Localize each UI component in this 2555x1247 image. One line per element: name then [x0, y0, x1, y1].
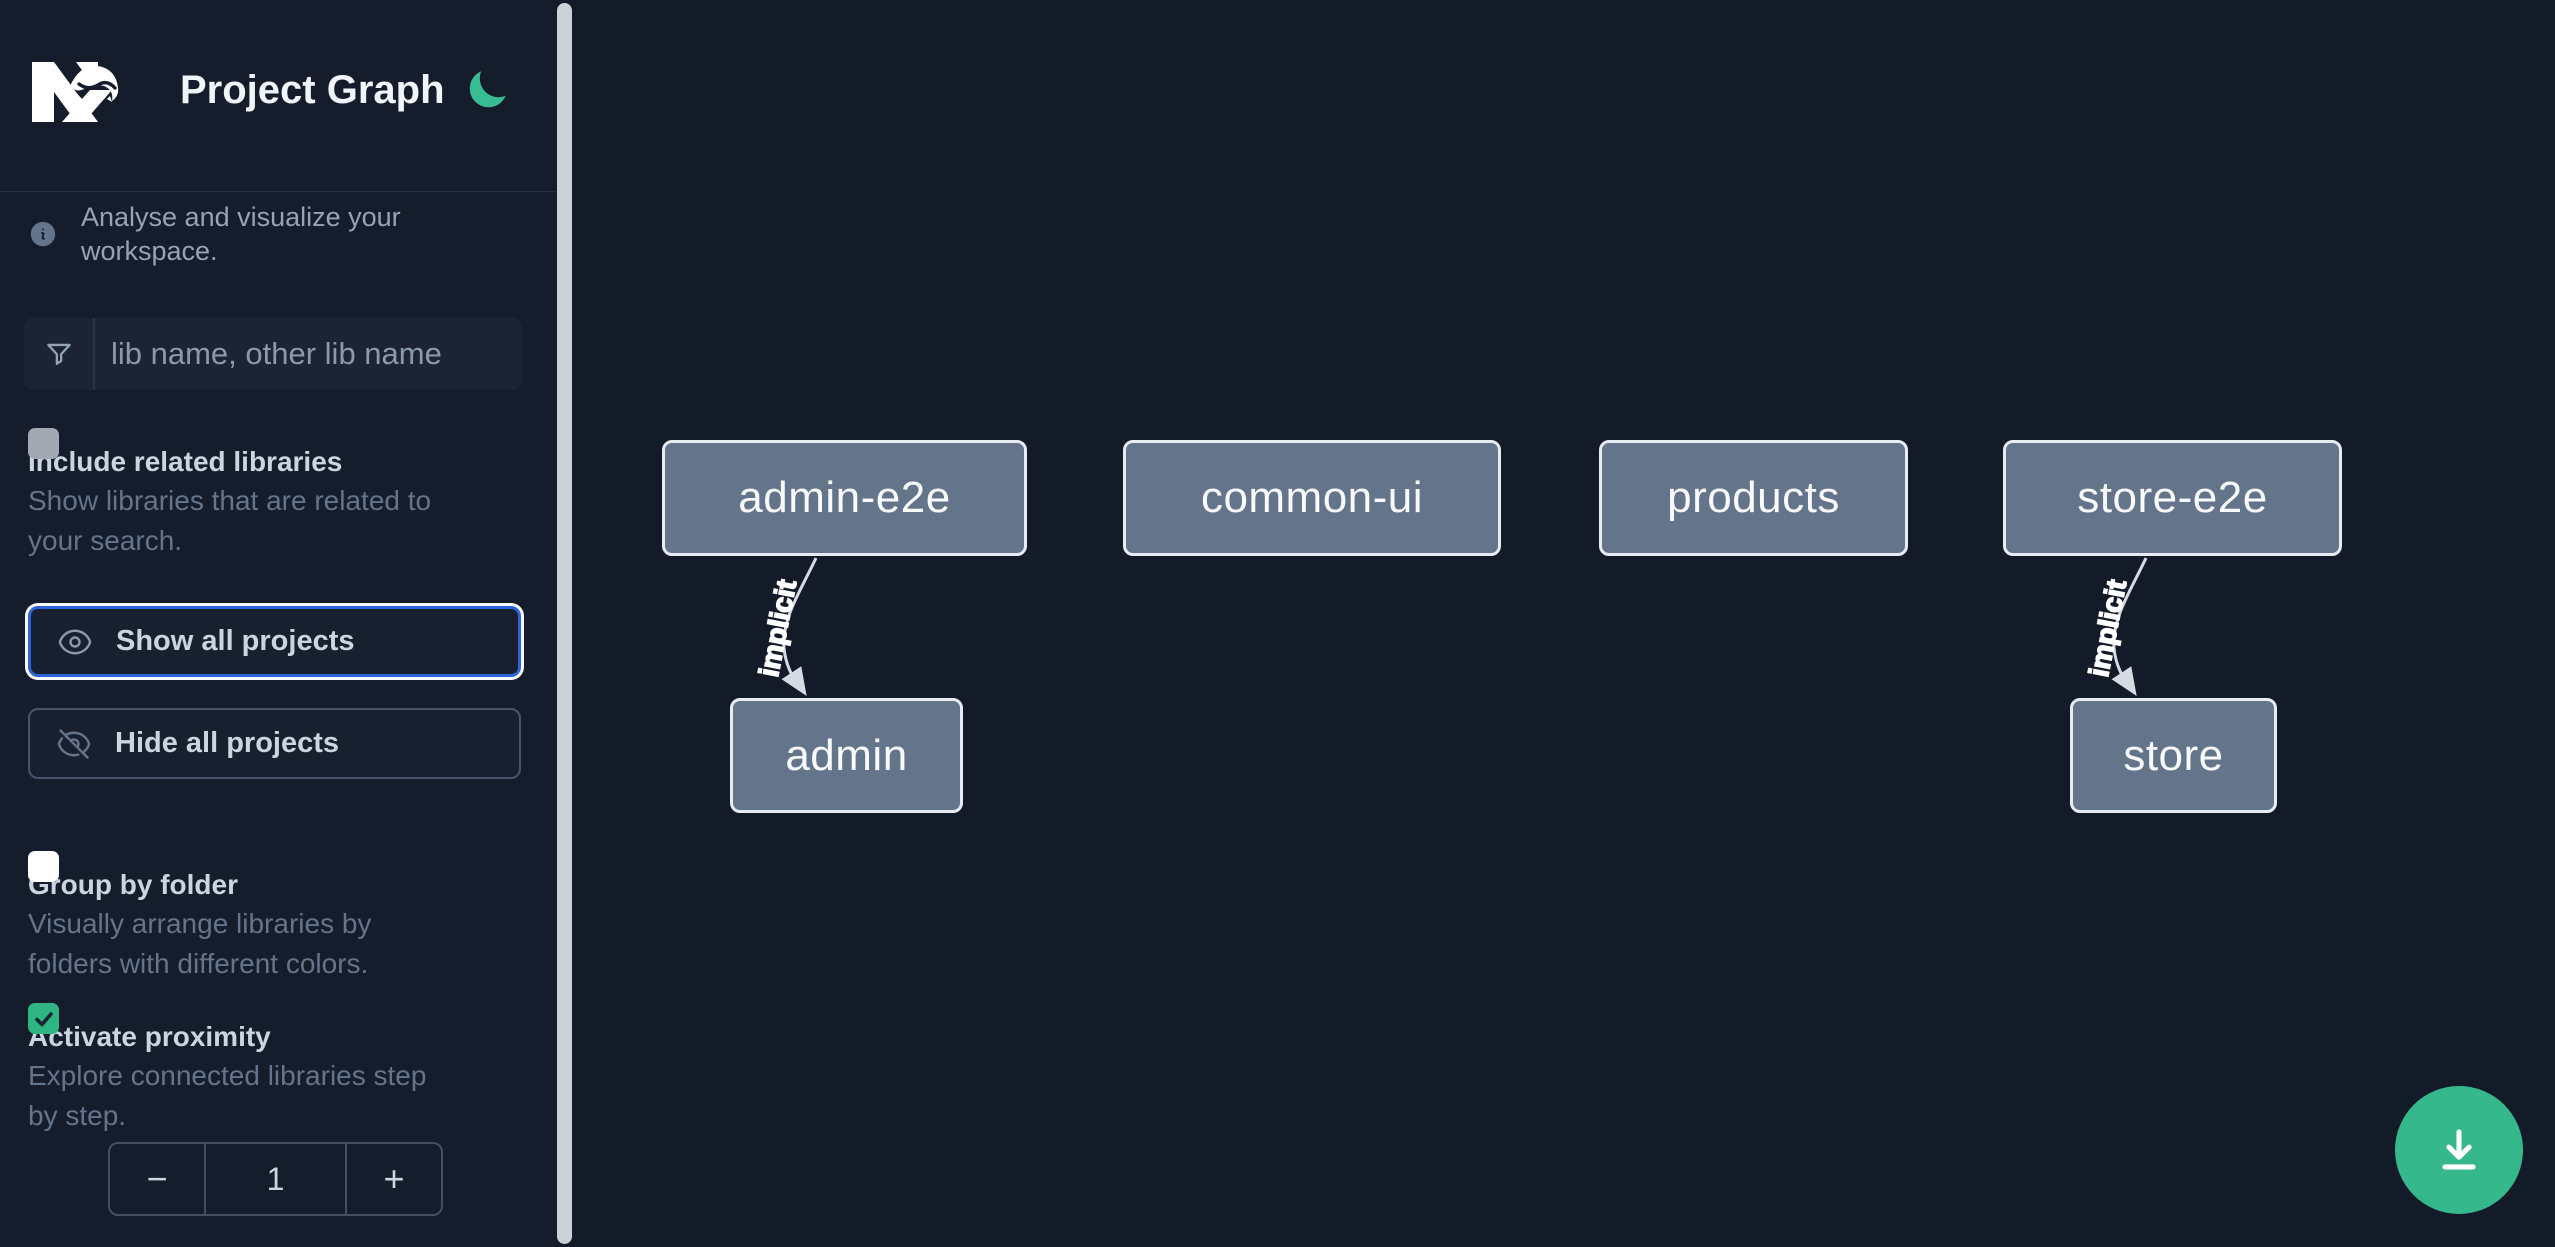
show-all-projects-button[interactable]: Show all projects	[28, 606, 521, 677]
nx-logo	[32, 62, 119, 122]
graph-node-admin-e2e[interactable]: admin-e2e	[662, 440, 1027, 556]
activate-proximity-checkbox[interactable]	[28, 1003, 59, 1034]
decrement-button[interactable]: −	[110, 1144, 206, 1214]
edge-admin-e2e-to-admin: implicit	[752, 557, 818, 697]
activate-proximity-toggle[interactable]: Activate proximity Explore connected lib…	[28, 1002, 498, 1136]
eye-icon	[58, 629, 92, 654]
eye-off-icon	[57, 728, 91, 759]
graph-node-products[interactable]: products	[1599, 440, 1908, 556]
stepper-value: 1	[266, 1160, 285, 1197]
include-related-toggle[interactable]: Include related libraries Show libraries…	[28, 427, 498, 561]
toggle-label: Group by folder	[28, 869, 238, 900]
sidebar: Project Graph Analyse and visualize your…	[0, 0, 556, 1247]
sidebar-header: Project Graph	[0, 0, 556, 192]
sidebar-scrollbar[interactable]	[557, 3, 572, 1244]
moon-icon	[469, 71, 506, 108]
group-by-folder-checkbox[interactable]	[28, 851, 59, 882]
filter-box	[24, 318, 522, 390]
proximity-depth-stepper: − 1 +	[108, 1142, 443, 1216]
toggle-description: Explore connected libraries step by step…	[28, 1060, 427, 1131]
graph-node-admin[interactable]: admin	[730, 698, 963, 813]
download-image-button[interactable]	[2395, 1086, 2523, 1214]
edge-label: implicit	[753, 577, 802, 679]
workspace-info-text: Analyse and visualize your workspace.	[81, 202, 401, 266]
increment-button[interactable]: +	[345, 1144, 441, 1214]
funnel-icon	[46, 343, 71, 365]
filter-input[interactable]	[95, 318, 522, 390]
download-icon	[2442, 1129, 2476, 1170]
arrowhead-icon	[2111, 666, 2137, 697]
edge-label: implicit	[2083, 577, 2132, 679]
check-icon	[34, 1011, 53, 1026]
include-related-checkbox[interactable]	[28, 428, 59, 459]
group-by-folder-toggle[interactable]: Group by folder Visually arrange librari…	[28, 850, 498, 984]
arrowhead-icon	[781, 666, 807, 697]
toggle-label: Include related libraries	[28, 446, 343, 477]
edge-store-e2e-to-store: implicit	[2082, 557, 2148, 697]
funnel-icon-cell	[24, 318, 95, 390]
page-title: Project Graph	[180, 68, 445, 112]
theme-toggle-button[interactable]	[461, 64, 513, 116]
graph-node-store[interactable]: store	[2070, 698, 2277, 813]
button-label: Show all projects	[116, 625, 355, 657]
graph-node-store-e2e[interactable]: store-e2e	[2003, 440, 2342, 556]
toggle-description: Show libraries that are related to your …	[28, 485, 432, 556]
hide-all-projects-button[interactable]: Hide all projects	[28, 708, 521, 779]
workspace-info: Analyse and visualize your workspace.	[28, 200, 522, 268]
toggle-description: Visually arrange libraries by folders wi…	[28, 908, 372, 979]
toggle-label: Activate proximity	[28, 1021, 271, 1052]
info-icon	[30, 221, 56, 247]
button-label: Hide all projects	[115, 727, 340, 759]
graph-node-common-ui[interactable]: common-ui	[1123, 440, 1501, 556]
